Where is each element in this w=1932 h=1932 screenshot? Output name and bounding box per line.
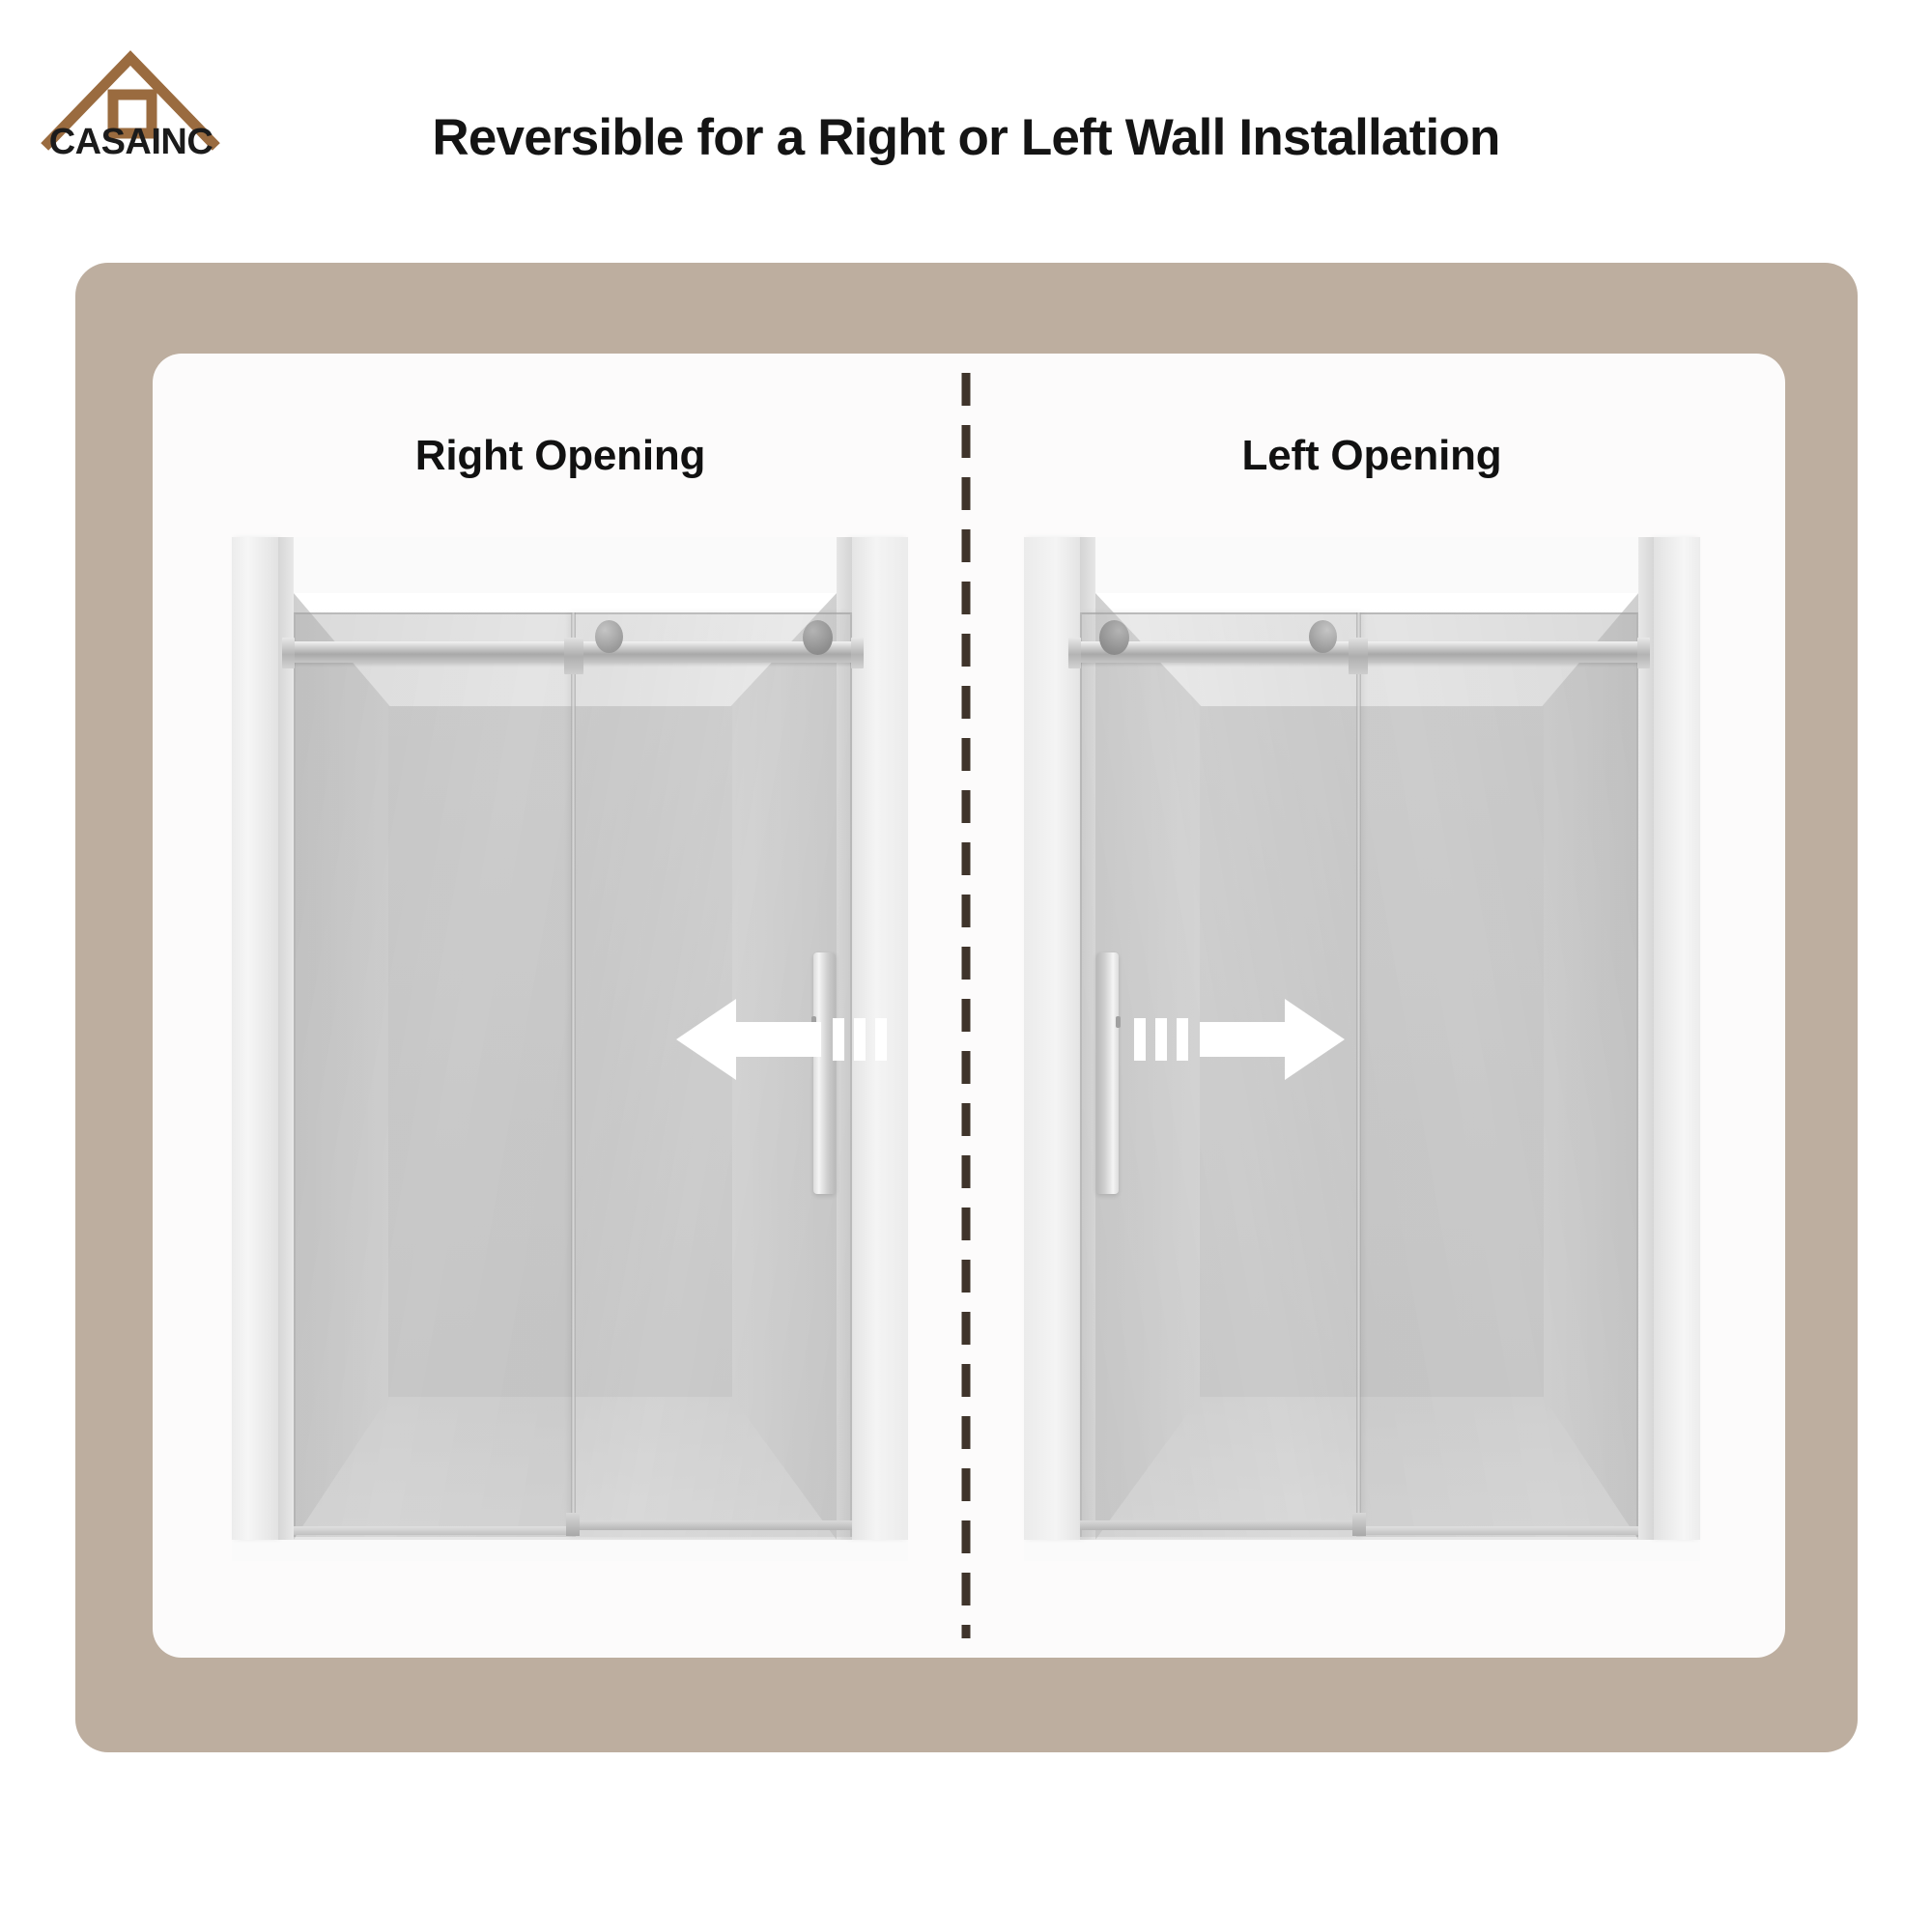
roller-cap-first <box>595 620 623 653</box>
rail-endcap-left <box>1637 638 1650 668</box>
rail-endcap-right <box>851 638 864 668</box>
shower-base-floor <box>294 1397 837 1540</box>
rail-endcap-left <box>282 638 295 668</box>
left-wall-jamb <box>232 537 278 1540</box>
left-wall-jamb-face <box>1638 537 1654 1540</box>
door-handle <box>1096 952 1119 1194</box>
bottom-guide-fixed <box>294 1526 574 1535</box>
panel-label-right-opening: Right Opening <box>414 432 706 479</box>
door-handle-screw <box>1116 1016 1121 1028</box>
roller-cap-second <box>1099 620 1129 655</box>
right-wall-jamb-face <box>1080 537 1095 1540</box>
glass-panel-seam <box>1356 612 1361 1535</box>
bottom-guide-fixed <box>1358 1526 1638 1535</box>
left-side-wall <box>294 593 390 1540</box>
left-side-wall <box>1542 593 1638 1540</box>
page-title: Reversible for a Right or Left Wall Inst… <box>432 109 1500 166</box>
left-wall-jamb <box>1654 537 1700 1540</box>
rail-center-bracket <box>564 638 583 674</box>
roller-cap-first <box>1309 620 1337 653</box>
right-wall-jamb <box>1024 537 1082 1540</box>
arrow-left-icon <box>676 995 889 1084</box>
glass-panel-seam <box>571 612 576 1535</box>
brand-name: CASAINC <box>48 122 213 162</box>
bottom-guide-door <box>1080 1520 1360 1530</box>
bottom-guide-door <box>572 1520 852 1530</box>
arrow-right-icon <box>1132 995 1345 1084</box>
rail-endcap-right <box>1068 638 1081 668</box>
rail-center-bracket <box>1349 638 1368 674</box>
bottom-bracket <box>566 1513 580 1536</box>
left-wall-jamb-face <box>278 537 294 1540</box>
shower-illustration-left-opening <box>1024 537 1700 1561</box>
house-roof-window-icon <box>41 50 220 151</box>
vertical-dashed-divider <box>961 373 971 1638</box>
door-handle <box>813 952 836 1194</box>
panel-label-left-opening: Left Opening <box>1241 432 1502 479</box>
rear-wall-panel <box>388 706 732 1407</box>
brand-logo: CASAINC <box>27 35 235 160</box>
roller-cap-second <box>803 620 833 655</box>
bottom-bracket <box>1352 1513 1366 1536</box>
